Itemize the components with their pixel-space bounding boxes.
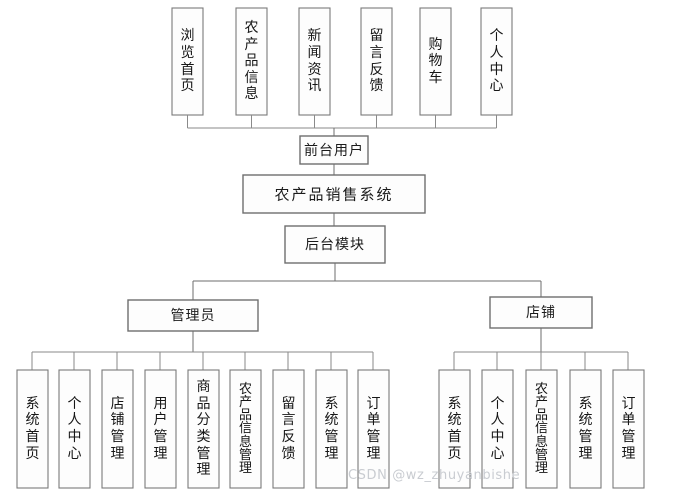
admin-box-0[interactable]: [16, 369, 49, 489]
frontend-box-5[interactable]: [480, 7, 513, 116]
node-admin-box[interactable]: [127, 299, 259, 332]
node-backend-module-box[interactable]: [284, 225, 386, 264]
shop-box-2[interactable]: [525, 369, 558, 489]
frontend-leaf-boxes: [171, 7, 513, 116]
frontend-connectors: [186, 115, 498, 136]
admin-box-2[interactable]: [101, 369, 134, 489]
admin-box-8[interactable]: [357, 369, 390, 489]
shop-box-0[interactable]: [438, 369, 471, 489]
node-backend-module-label: 后台模块: [305, 237, 365, 253]
admin-box-6[interactable]: [272, 369, 305, 489]
frontend-box-4[interactable]: [419, 7, 452, 116]
node-root-box[interactable]: [242, 174, 426, 214]
admin-box-4[interactable]: [187, 369, 220, 489]
node-root-label: 农产品销售系统: [274, 186, 393, 204]
frontend-box-2[interactable]: [298, 7, 331, 116]
node-frontend-user-label: 前台用户: [304, 142, 364, 159]
backend-split-connectors: [192, 263, 542, 300]
frontend-box-1[interactable]: [235, 7, 268, 116]
node-admin-label: 管理员: [171, 308, 216, 324]
shop-children-connectors: [453, 328, 629, 370]
node-frontend-user-box[interactable]: [299, 135, 369, 165]
admin-box-7[interactable]: [315, 369, 348, 489]
frontend-box-3[interactable]: [360, 7, 393, 116]
shop-box-4[interactable]: [612, 369, 645, 489]
admin-box-5[interactable]: [229, 369, 262, 489]
node-shop-box[interactable]: [489, 296, 593, 329]
frontend-box-0[interactable]: [171, 7, 204, 116]
admin-box-1[interactable]: [58, 369, 91, 489]
shop-box-1[interactable]: [481, 369, 514, 489]
shop-box-3[interactable]: [569, 369, 602, 489]
node-shop-label: 店铺: [526, 305, 556, 321]
shop-leaf-boxes: [438, 369, 645, 489]
admin-box-3[interactable]: [144, 369, 177, 489]
admin-leaf-boxes: [16, 369, 390, 489]
admin-children-connectors: [31, 331, 374, 370]
